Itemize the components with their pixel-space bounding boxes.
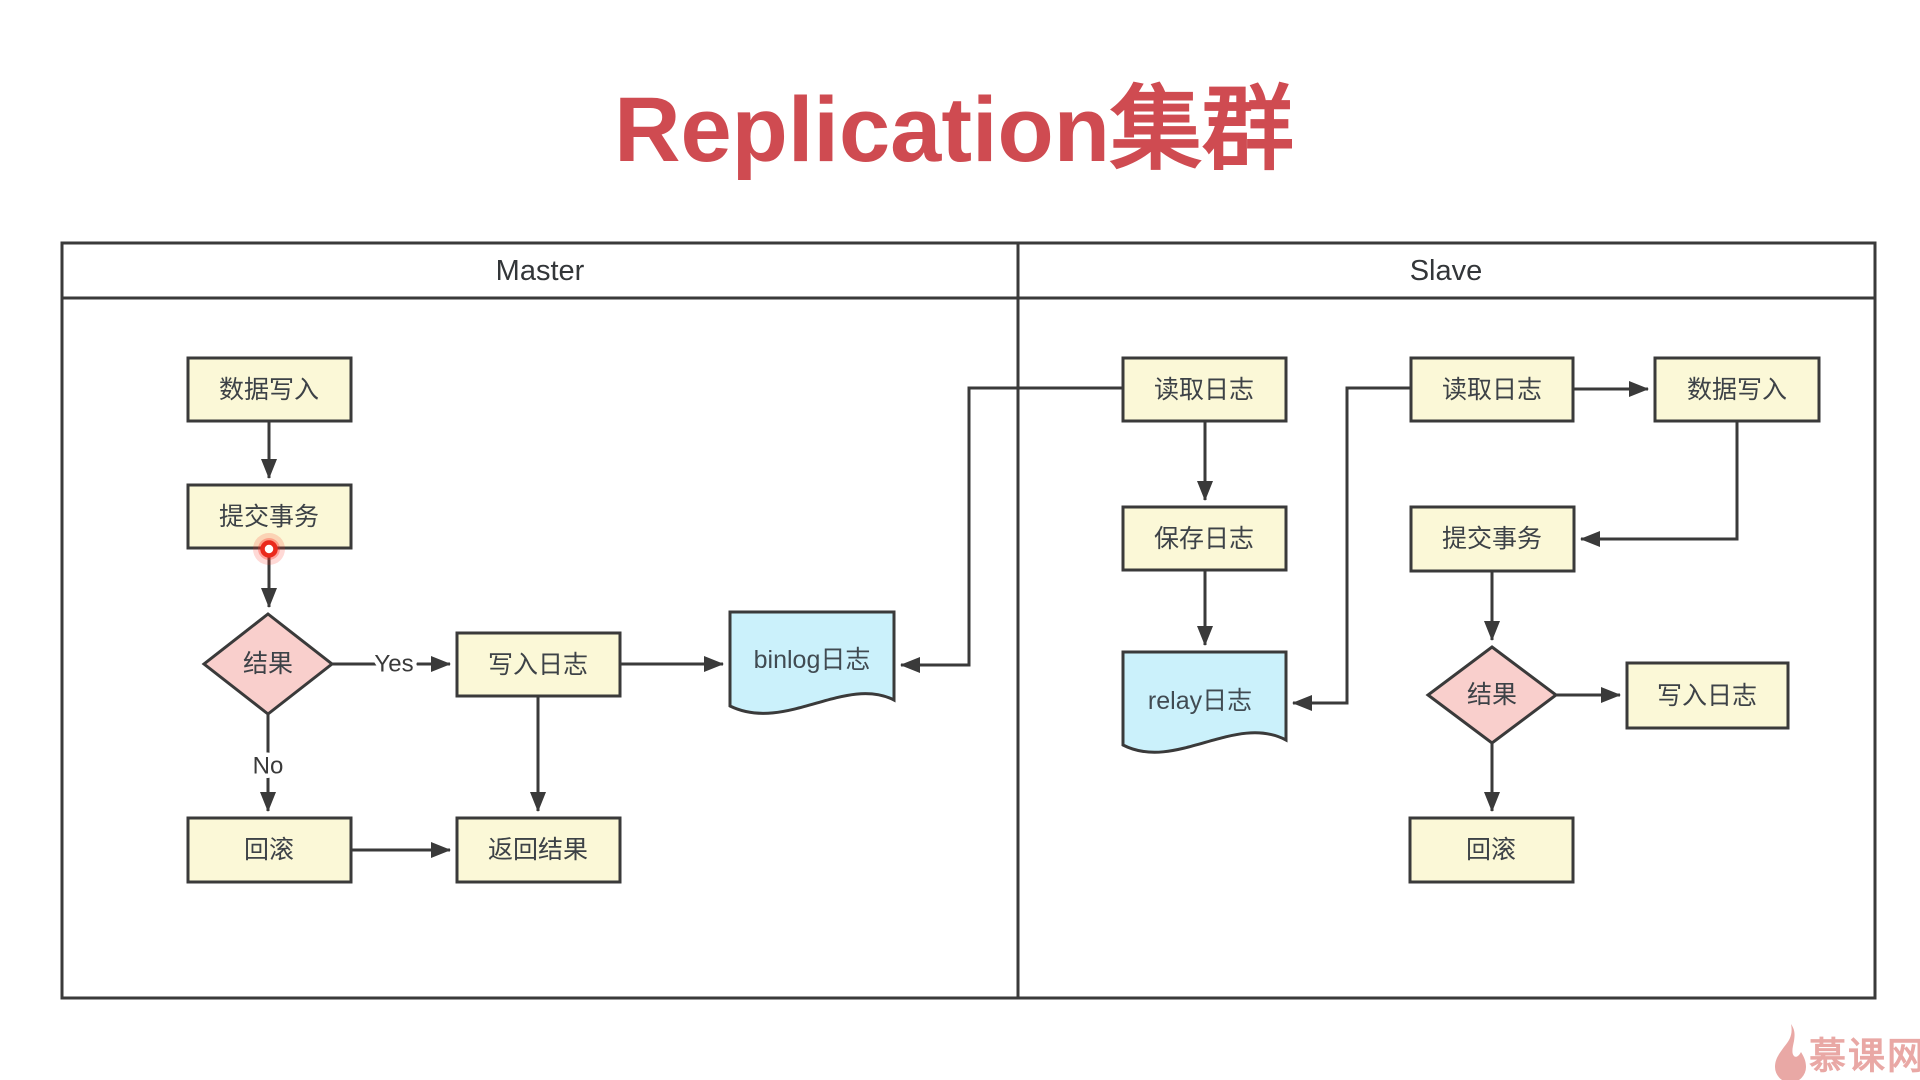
node-label: 读取日志 <box>1154 376 1254 404</box>
lane-slave-label: Slave <box>1410 255 1483 287</box>
swimlane-border <box>60 241 1877 1000</box>
node-master-binlog-document: binlog日志 <box>728 610 896 715</box>
decision-diamond <box>201 612 335 716</box>
process-box <box>1121 356 1288 423</box>
process-box <box>1409 505 1576 573</box>
document-shape <box>728 610 896 715</box>
node-label: binlog日志 <box>754 646 871 674</box>
node-label: 结果 <box>243 650 293 678</box>
process-box <box>186 816 353 884</box>
node-master-commit: 提交事务 <box>186 483 353 550</box>
process-box <box>1409 356 1575 423</box>
node-label: 提交事务 <box>219 503 319 531</box>
node-master-rollback: 回滚 <box>186 816 353 884</box>
node-label: 提交事务 <box>1442 525 1542 553</box>
node-label: 结果 <box>1467 681 1517 709</box>
process-box <box>186 356 353 423</box>
node-label: 保存日志 <box>1154 525 1254 553</box>
node-label: 写入日志 <box>488 651 588 679</box>
decision-diamond <box>1425 645 1559 745</box>
node-master-data-write: 数据写入 <box>186 356 353 423</box>
process-box <box>186 483 353 550</box>
node-slave-rollback: 回滚 <box>1408 816 1575 884</box>
node-slave-read-log-io: 读取日志 <box>1121 356 1288 423</box>
node-label: 回滚 <box>1466 836 1516 864</box>
process-box <box>1653 356 1821 423</box>
node-slave-result-decision: 结果 <box>1425 645 1559 745</box>
node-label: 读取日志 <box>1442 376 1542 404</box>
page-title: Replication集群 <box>614 79 1294 181</box>
node-label: 返回结果 <box>488 836 588 864</box>
process-box <box>1625 661 1790 730</box>
imooc-logo: 慕课网 <box>1775 1024 1920 1080</box>
swimlane-container: Master Slave <box>60 241 1877 1000</box>
flame-icon <box>1775 1024 1806 1080</box>
node-slave-relay-document: relay日志 <box>1121 650 1288 754</box>
process-box <box>1121 505 1288 572</box>
edge-label-no: No <box>253 753 284 780</box>
node-master-return-result: 返回结果 <box>455 816 622 884</box>
edge-slave-readlogsql-to-relay <box>1292 386 1411 711</box>
process-box <box>1408 816 1575 884</box>
edge-slave-datawrite-to-commit <box>1580 421 1739 547</box>
logo-text: 慕课网 <box>1809 1036 1920 1077</box>
node-label: 写入日志 <box>1657 682 1757 710</box>
node-slave-commit: 提交事务 <box>1409 505 1576 573</box>
process-box <box>455 631 622 698</box>
node-label: 数据写入 <box>219 376 319 404</box>
edge-label-yes: Yes <box>374 651 413 678</box>
node-slave-data-write: 数据写入 <box>1653 356 1821 423</box>
mouse-click-indicator <box>253 533 285 565</box>
document-shape <box>1121 650 1288 754</box>
node-label: relay日志 <box>1148 687 1252 715</box>
node-master-write-log: 写入日志 <box>455 631 622 698</box>
edges: Yes No <box>248 381 1739 858</box>
node-label: 数据写入 <box>1687 376 1787 404</box>
process-box <box>455 816 622 884</box>
node-label: 回滚 <box>244 836 294 864</box>
edge-slave-readlog-to-binlog <box>900 386 1123 673</box>
lane-master-label: Master <box>496 255 585 287</box>
click-ring <box>260 540 278 558</box>
node-slave-write-log: 写入日志 <box>1625 661 1790 730</box>
node-master-result-decision: 结果 <box>201 612 335 716</box>
node-slave-read-log-sql: 读取日志 <box>1409 356 1575 423</box>
node-slave-save-log: 保存日志 <box>1121 505 1288 572</box>
